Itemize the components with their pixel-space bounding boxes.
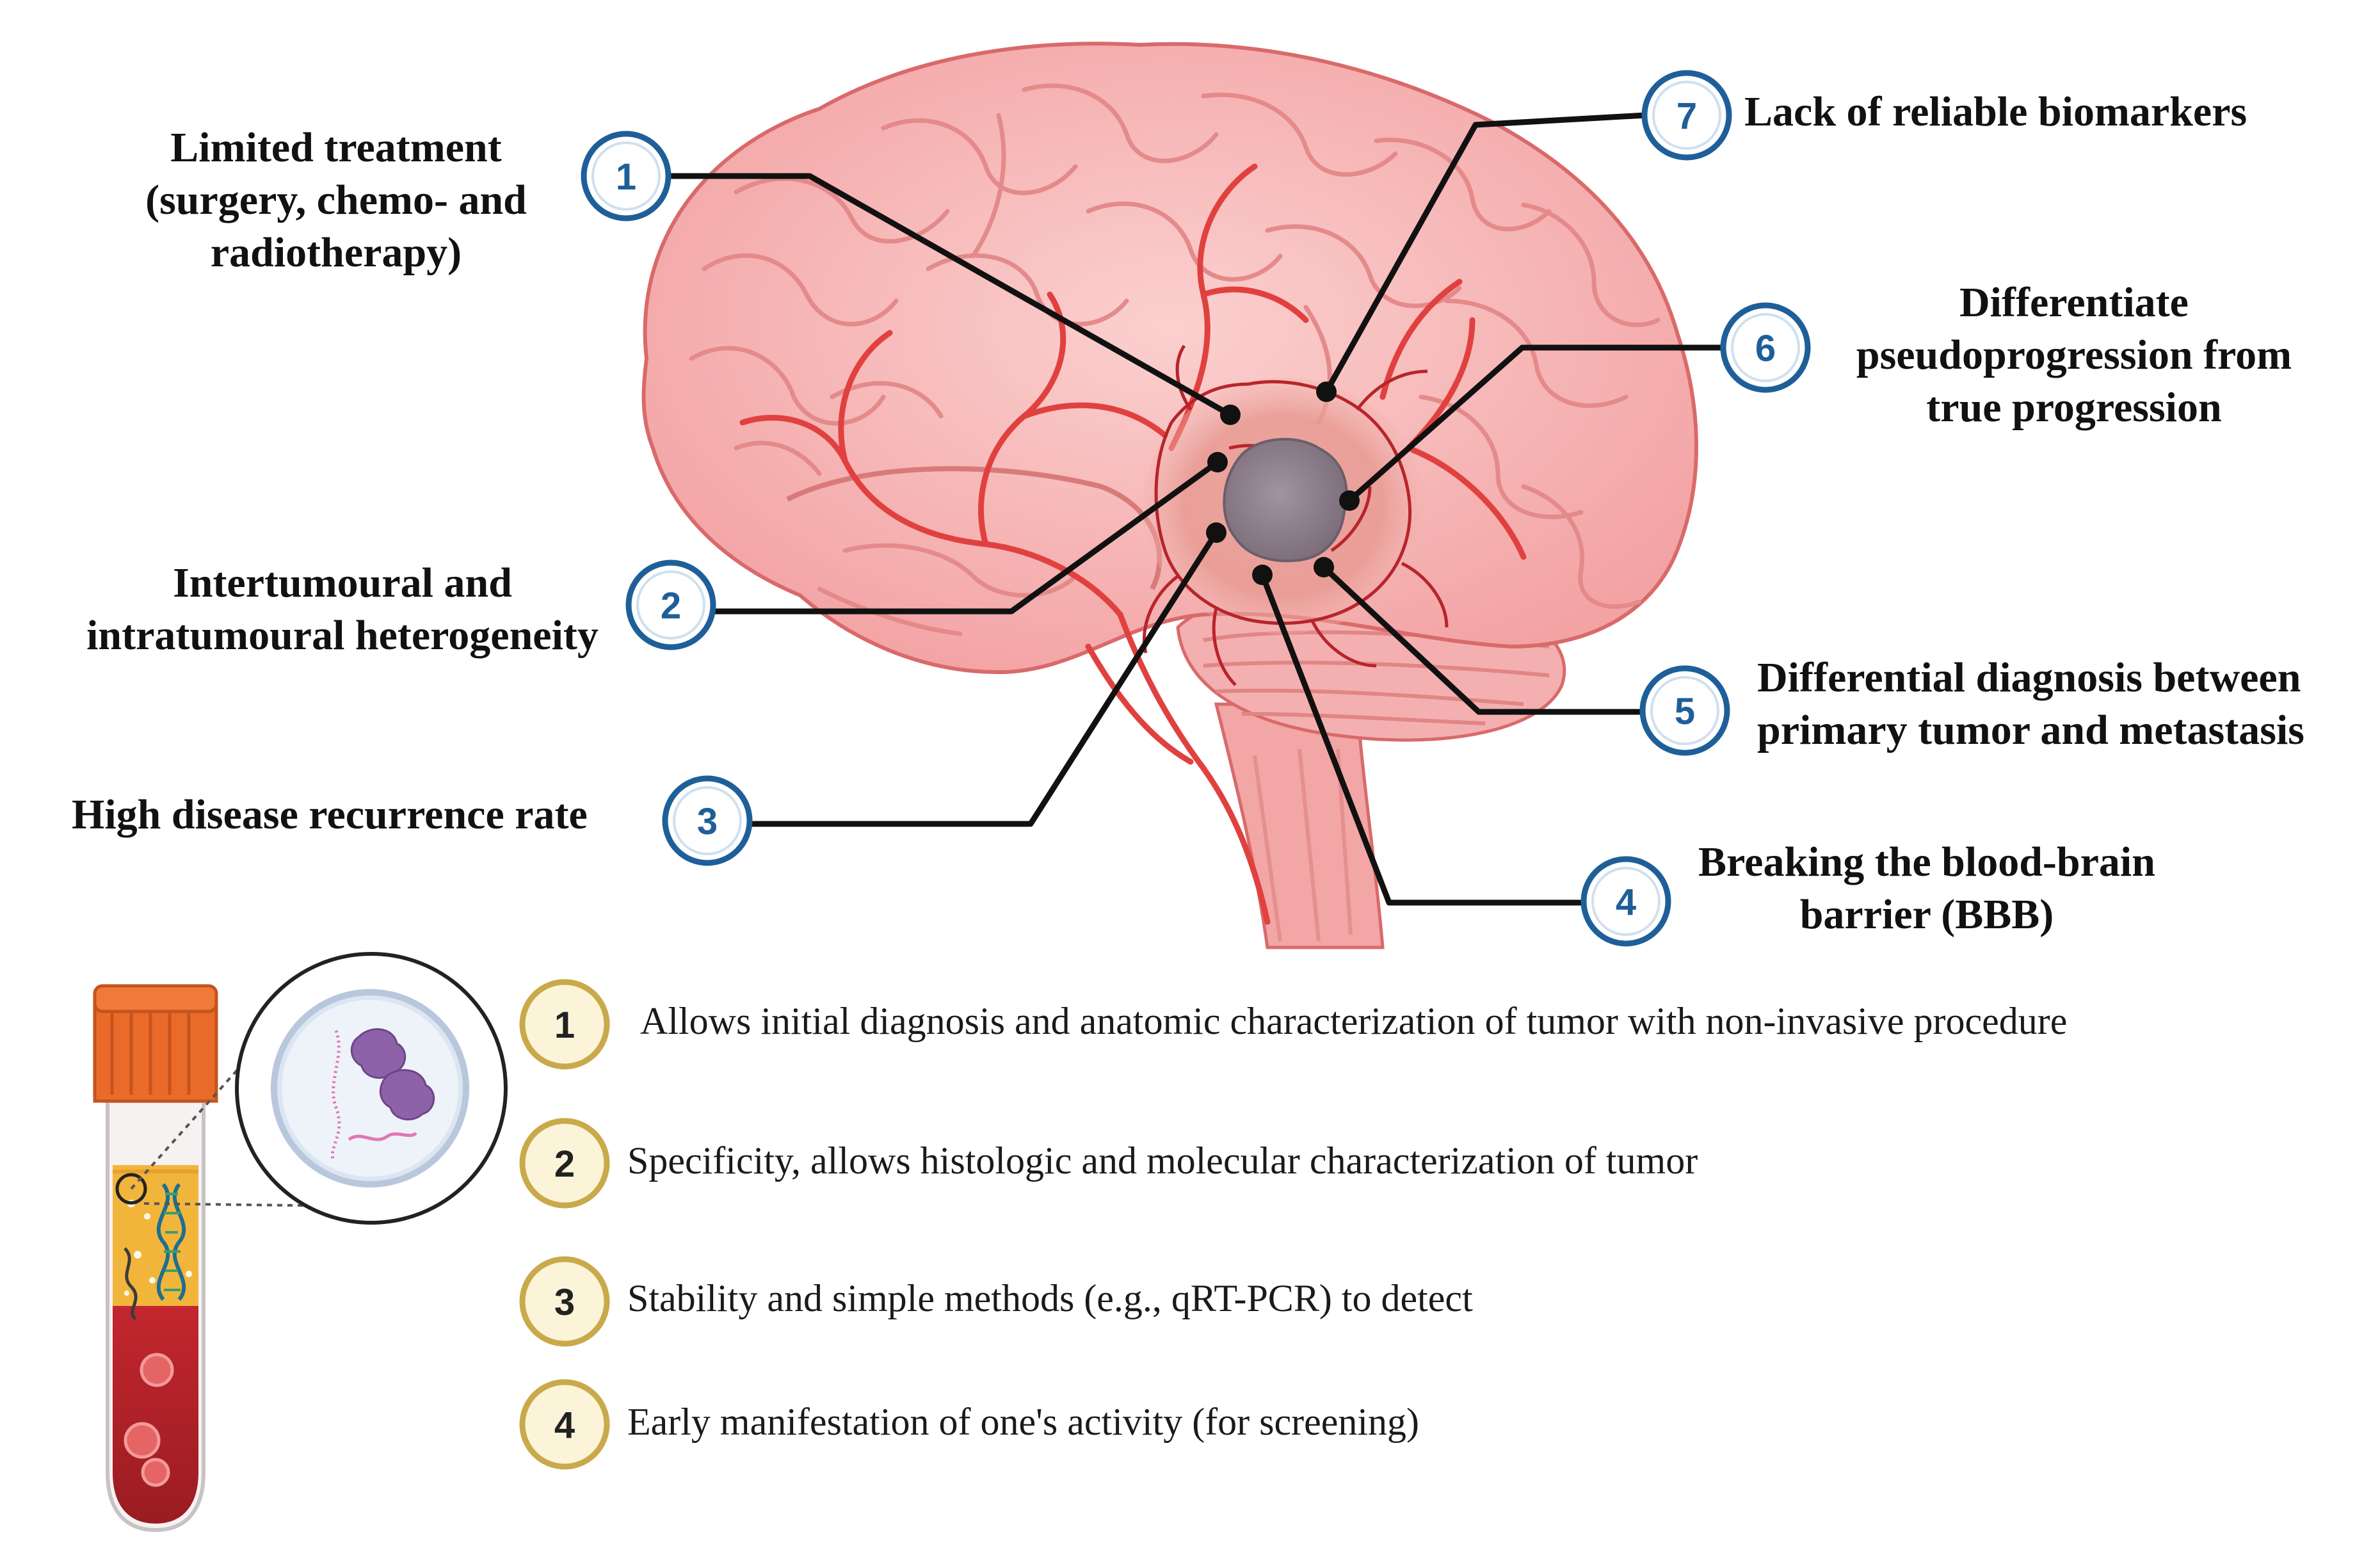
challenge-line: Differential diagnosis between <box>1757 654 2301 701</box>
exosome-particles <box>350 1028 435 1121</box>
challenge-badge-number: 3 <box>697 801 718 842</box>
challenge-line: intratumoural heterogeneity <box>86 612 599 659</box>
challenge-badge-2: 2 <box>625 560 716 650</box>
benefit-badge-number: 3 <box>554 1282 575 1323</box>
benefit-badge-4: 4 <box>519 1379 610 1470</box>
challenge-badge-6: 6 <box>1720 302 1811 393</box>
connector-1 <box>663 173 1232 417</box>
benefit-badge-3: 3 <box>519 1256 610 1347</box>
challenge-label-6: Differentiate pseudoprogression from tru… <box>1824 277 2324 434</box>
tumor-vessels <box>1142 344 1449 686</box>
challenge-badge-number: 6 <box>1755 328 1776 369</box>
challenge-badge-3: 3 <box>662 775 753 866</box>
sample-marker <box>115 1173 147 1205</box>
challenge-line: radiotherapy) <box>210 229 462 276</box>
challenge-label-4: Breaking the blood-brain barrier (BBB) <box>1664 836 2189 941</box>
connector-4 <box>1259 574 1581 906</box>
challenge-line: true progression <box>1926 384 2222 431</box>
connector-3 <box>749 531 1219 827</box>
benefit-text-3: Stability and simple methods (e.g., qRT-… <box>627 1277 1473 1319</box>
benefit-text-2: Specificity, allows histologic and molec… <box>627 1139 1698 1182</box>
connector-7 <box>1324 112 1646 394</box>
challenge-line: Intertumoural and <box>173 560 512 606</box>
blood-layer <box>113 1306 198 1524</box>
benefit-text-1: Allows initial diagnosis and anatomic ch… <box>640 1000 2068 1042</box>
challenge-line: Differentiate <box>1959 279 2189 326</box>
benefit-badge-number: 2 <box>554 1143 575 1185</box>
connector-lines <box>663 112 1728 906</box>
challenge-line: Breaking the blood-brain <box>1698 839 2155 885</box>
benefit-badges: 1 2 3 4 <box>519 979 610 1470</box>
challenge-label-7: Lack of reliable biomarkers <box>1744 86 2247 138</box>
benefit-text-4: Early manifestation of one's activity (f… <box>627 1401 1420 1443</box>
benefit-badge-number: 4 <box>554 1405 575 1446</box>
challenge-badge-number: 4 <box>1616 882 1636 923</box>
challenge-line: Lack of reliable biomarkers <box>1744 88 2247 135</box>
challenge-badge-1: 1 <box>581 131 671 221</box>
challenge-label-2: Intertumoural and intratumoural heteroge… <box>61 557 624 662</box>
challenge-line: barrier (BBB) <box>1799 891 2054 938</box>
benefit-badge-number: 1 <box>554 1004 575 1046</box>
challenge-badges: 1 2 3 4 5 6 7 <box>581 70 1811 947</box>
challenge-badge-4: 4 <box>1580 856 1671 947</box>
connector-2 <box>712 460 1219 615</box>
challenge-line: (surgery, chemo- and <box>145 177 527 223</box>
challenge-badge-7: 7 <box>1641 70 1732 161</box>
challenge-badge-number: 1 <box>616 156 636 198</box>
challenge-label-3: High disease recurrence rate <box>72 789 588 841</box>
challenge-line: Limited treatment <box>170 124 502 171</box>
magnified-view <box>130 952 508 1225</box>
challenge-line: pseudoprogression from <box>1856 332 2292 378</box>
connector-5 <box>1321 565 1650 715</box>
dna-strands <box>156 1183 186 1301</box>
challenge-line: primary tumor and metastasis <box>1757 707 2304 753</box>
benefit-badge-1: 1 <box>519 979 610 1070</box>
challenge-badge-number: 5 <box>1675 691 1695 732</box>
challenge-badge-number: 2 <box>661 585 681 627</box>
challenge-label-1: Limited treatment (surgery, chemo- and r… <box>96 122 576 279</box>
challenge-line: High disease recurrence rate <box>72 791 588 838</box>
blood-tube-illustration <box>93 984 218 1533</box>
benefit-badge-2: 2 <box>519 1118 610 1209</box>
connector-6 <box>1347 344 1728 503</box>
challenge-badge-number: 7 <box>1676 95 1697 137</box>
connector-dots <box>1206 382 1360 585</box>
tumor-core <box>1223 438 1348 563</box>
challenge-label-5: Differential diagnosis between primary t… <box>1757 652 2304 757</box>
challenge-badge-5: 5 <box>1639 665 1730 756</box>
blood-cells <box>124 1353 174 1487</box>
